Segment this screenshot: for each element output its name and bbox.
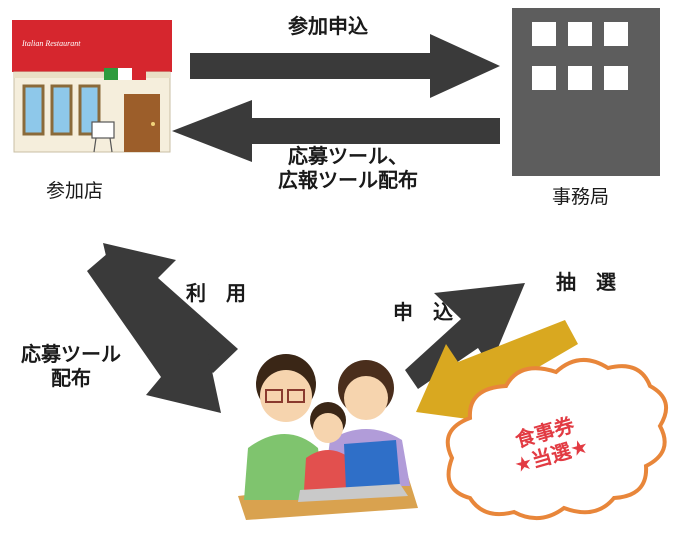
arrow-lottery-result <box>416 320 578 422</box>
family-at-computer-illustration <box>238 354 418 520</box>
arrow-distribute-tools <box>172 100 500 162</box>
tool-distribution-label-line1: 応募ツール <box>21 342 121 366</box>
lottery-label: 抽 選 <box>556 270 616 294</box>
distribute-tools-label: 応募ツール、 広報ツール配布 <box>268 144 428 192</box>
distribute-tools-label-line1: 応募ツール、 <box>288 144 408 168</box>
arrow-apply <box>405 283 525 389</box>
tool-distribution-label-line2: 配布 <box>51 366 91 390</box>
tool-distribution-label: 応募ツール 配布 <box>8 342 134 390</box>
arrow-tool-distribution <box>87 253 221 413</box>
apply-participation-label: 参加申込 <box>288 14 368 38</box>
restaurant-icon <box>12 20 172 153</box>
apply-label: 申 込 <box>393 300 453 324</box>
distribute-tools-label-line2: 広報ツール配布 <box>278 168 418 192</box>
office-label: 事務局 <box>552 186 610 208</box>
restaurant-label: 参加店 <box>46 180 104 202</box>
restaurant-sign-text: Italian Restaurant <box>21 39 81 48</box>
office-building-icon <box>512 8 660 176</box>
use-label: 利 用 <box>186 281 246 305</box>
prize-cloud <box>445 358 669 520</box>
arrow-apply-participation <box>190 34 500 98</box>
